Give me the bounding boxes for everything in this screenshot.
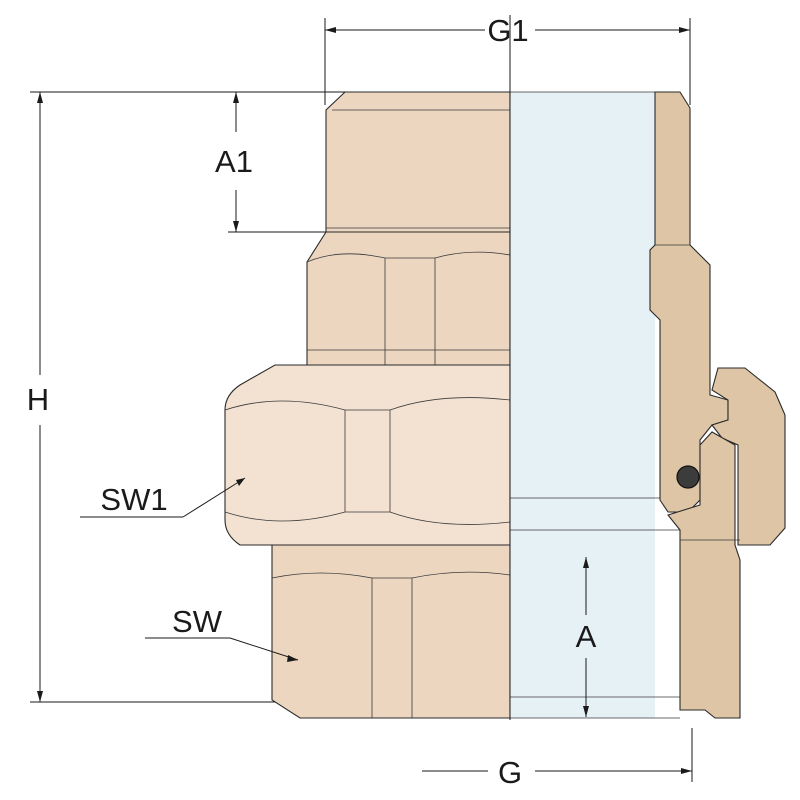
label-sw1: SW1 [100, 482, 167, 517]
dimension-h: H [27, 91, 345, 703]
label-a: A [576, 619, 597, 654]
bore [510, 92, 655, 718]
exterior-view [224, 91, 511, 719]
leader-sw: SW [145, 604, 299, 662]
label-g1: G1 [487, 13, 528, 48]
dimension-g: G [422, 728, 693, 790]
nut-wall [711, 367, 786, 546]
label-h: H [27, 382, 49, 417]
label-g: G [498, 755, 522, 790]
lower-hex-sw [271, 544, 511, 719]
dimension-a1: A1 [215, 92, 326, 233]
union-nut-sw1 [224, 364, 511, 546]
dimension-a: A [576, 557, 597, 717]
dimension-g1: G1 [324, 13, 691, 105]
top-spigot [325, 91, 511, 233]
lower-body-wall [667, 431, 741, 719]
section-view [510, 91, 786, 719]
label-sw: SW [172, 604, 223, 639]
label-a1: A1 [215, 144, 253, 179]
leader-sw1: SW1 [80, 477, 246, 518]
o-ring-seal [676, 465, 700, 489]
